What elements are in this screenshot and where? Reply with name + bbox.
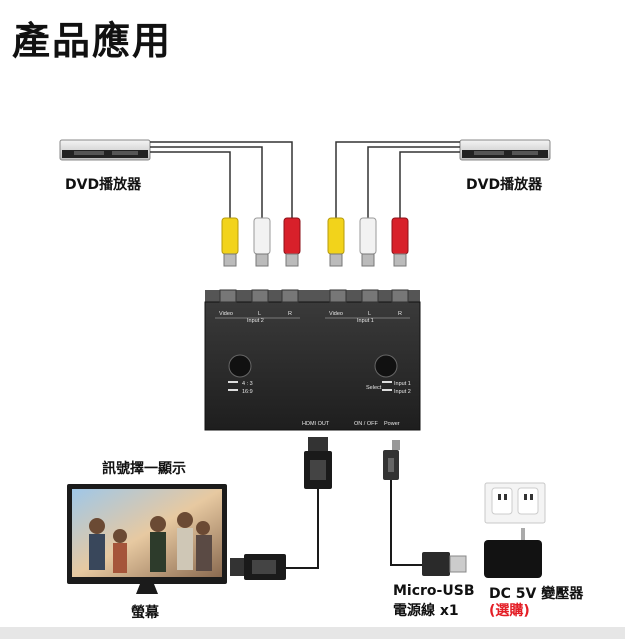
dvd-label-right: DVD播放器 [466, 177, 543, 193]
rca-cables-right [335, 141, 460, 220]
page-title: 產品應用 [12, 19, 173, 63]
on-off-label: ON / OFF [354, 421, 378, 427]
dvd-player-left [59, 139, 151, 161]
rca-plug-white-right [359, 217, 377, 267]
switch-device [204, 289, 421, 431]
hdmi-out-label: HDMI OUT [302, 421, 330, 427]
rca-plug-red-left [283, 217, 301, 267]
screen-label: 螢幕 [131, 605, 159, 621]
wall-outlet [484, 482, 546, 524]
aspect-ratio-button[interactable] [228, 354, 252, 378]
bottom-divider [0, 627, 625, 639]
usb-label-line2: 電源線 x1 [393, 603, 459, 619]
hdmi-cable [230, 437, 332, 580]
rca-plug-yellow-right [327, 217, 345, 267]
tv-screen [67, 484, 227, 594]
adapter-label-optional: (選購) [489, 603, 530, 619]
rca-cables-left [150, 141, 293, 220]
port-r-label-left: R [288, 311, 292, 317]
port-l-label-right: L [368, 311, 371, 317]
port-video-label-right: Video [329, 311, 343, 317]
input1-label: Input 1 [357, 318, 374, 324]
input2-label: Input 2 [247, 318, 264, 324]
dvd-label-left: DVD播放器 [65, 177, 142, 193]
select-input2-label: Input 2 [394, 389, 411, 395]
rca-plug-red-right [391, 217, 409, 267]
dvd-player-right [459, 139, 551, 161]
signal-select-label: 訊號擇一顯示 [102, 461, 186, 477]
ratio-169-label: 16:9 [242, 389, 253, 395]
input-select-button[interactable] [374, 354, 398, 378]
micro-usb-cable [383, 440, 467, 576]
port-r-label-right: R [398, 311, 402, 317]
rca-plug-white-left [253, 217, 271, 267]
adapter-label-line1: DC 5V 變壓器 [489, 586, 584, 602]
usb-label-line1: Micro-USB [393, 583, 475, 599]
rca-plug-yellow-left [221, 217, 239, 267]
power-adapter [484, 528, 542, 578]
rca-jacks [219, 289, 409, 303]
power-label: Power [384, 421, 400, 427]
select-input1-label: Input 1 [394, 381, 411, 387]
port-l-label-left: L [258, 311, 261, 317]
port-video-label-left: Video [219, 311, 233, 317]
ratio-43-label: 4 : 3 [242, 381, 253, 387]
select-label: Select [366, 385, 382, 391]
